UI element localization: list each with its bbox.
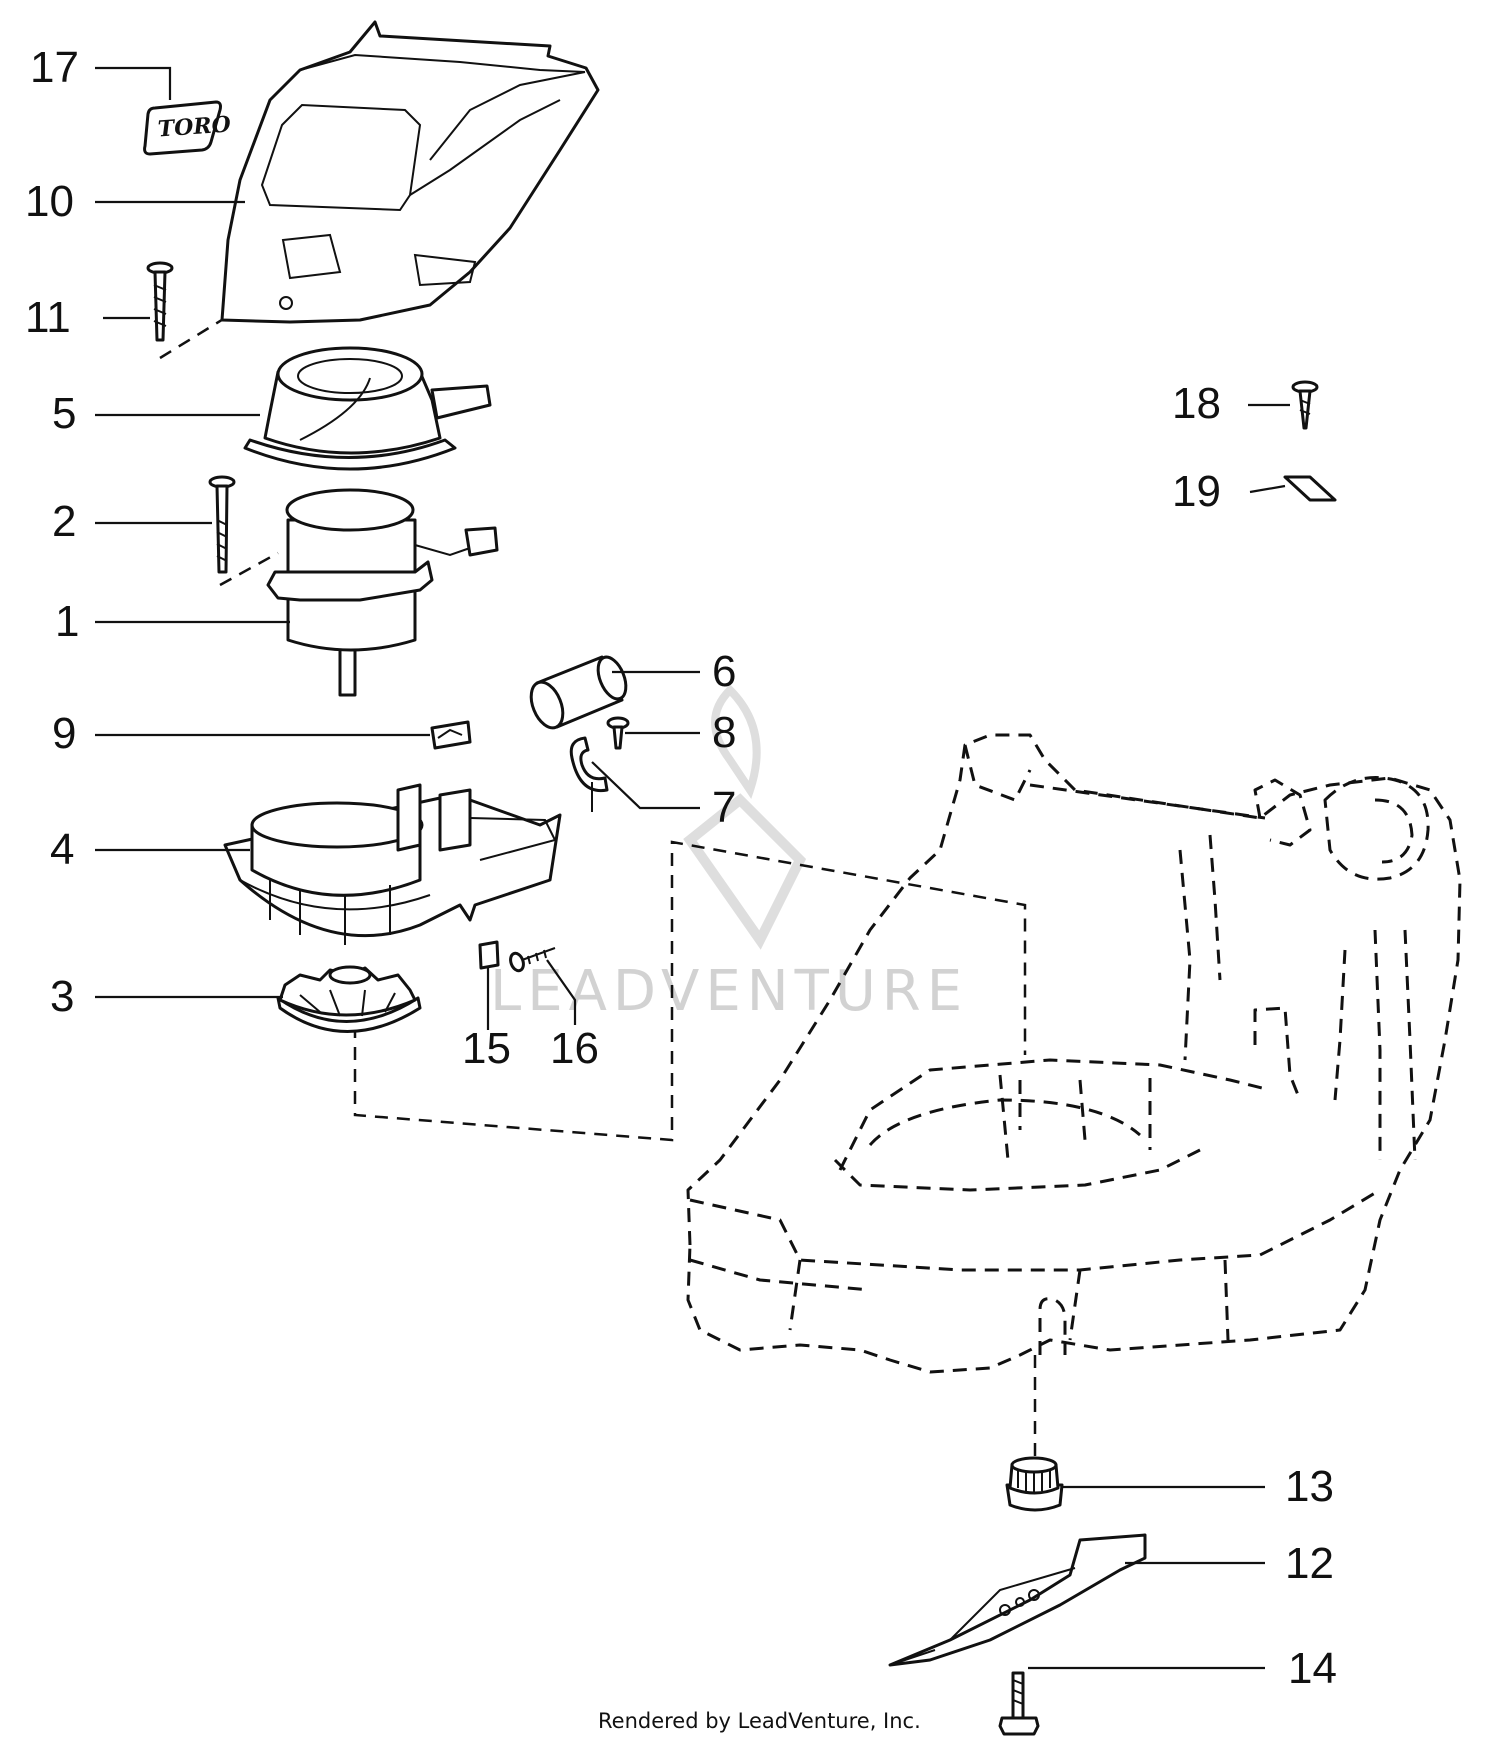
callout-10: 10 bbox=[25, 177, 74, 226]
callout-13: 13 bbox=[1285, 1462, 1334, 1511]
part-18-screw bbox=[1291, 380, 1319, 430]
leader-lines bbox=[95, 66, 1290, 1670]
part-3-fan bbox=[276, 965, 422, 1033]
callout-18: 18 bbox=[1172, 379, 1221, 428]
part-15-nut bbox=[478, 940, 500, 970]
part-4-fan-housing bbox=[223, 783, 562, 945]
part-11-screw bbox=[146, 261, 174, 342]
part-13-adapter bbox=[1005, 1456, 1064, 1512]
callout-11: 11 bbox=[25, 293, 71, 342]
callout-14: 14 bbox=[1288, 1644, 1337, 1693]
callout-1: 1 bbox=[55, 597, 79, 646]
callout-16: 16 bbox=[550, 1024, 599, 1073]
watermark-text: LEADVENTURE bbox=[490, 959, 968, 1024]
callout-labels: 17 10 11 5 2 1 9 4 3 6 8 7 15 16 18 19 1… bbox=[25, 43, 1337, 1693]
part-6-capacitor bbox=[529, 655, 628, 730]
callout-8: 8 bbox=[712, 708, 736, 757]
watermark-logo-icon bbox=[683, 793, 807, 950]
part-16-screw bbox=[509, 947, 556, 973]
part-8-screw bbox=[606, 716, 630, 750]
callout-3: 3 bbox=[50, 972, 74, 1021]
part-10-cover bbox=[220, 20, 600, 324]
watermark-flame-icon bbox=[711, 684, 761, 800]
callout-9: 9 bbox=[52, 709, 76, 758]
callout-12: 12 bbox=[1285, 1539, 1334, 1588]
part-19-label bbox=[1283, 475, 1337, 502]
footer-credit: Rendered by LeadVenture, Inc. bbox=[598, 1709, 921, 1733]
callout-19: 19 bbox=[1172, 467, 1221, 516]
mower-deck bbox=[686, 733, 1462, 1374]
callout-5: 5 bbox=[52, 389, 76, 438]
part-7-bracket bbox=[569, 736, 609, 812]
callout-6: 6 bbox=[712, 647, 736, 696]
part-9-clip bbox=[430, 720, 472, 750]
callout-7: 7 bbox=[712, 783, 736, 832]
callout-2: 2 bbox=[52, 497, 76, 546]
callout-17: 17 bbox=[30, 43, 79, 92]
part-12-blade bbox=[888, 1533, 1147, 1667]
decal-text: TORO bbox=[157, 111, 232, 142]
callout-15: 15 bbox=[462, 1024, 511, 1073]
part-14-bolt bbox=[998, 1671, 1040, 1736]
part-1-motor bbox=[266, 488, 499, 697]
part-17-decal: TORO bbox=[143, 100, 232, 156]
part-5-housing bbox=[243, 346, 492, 471]
part-2-screw bbox=[208, 475, 236, 574]
callout-4: 4 bbox=[50, 825, 74, 874]
